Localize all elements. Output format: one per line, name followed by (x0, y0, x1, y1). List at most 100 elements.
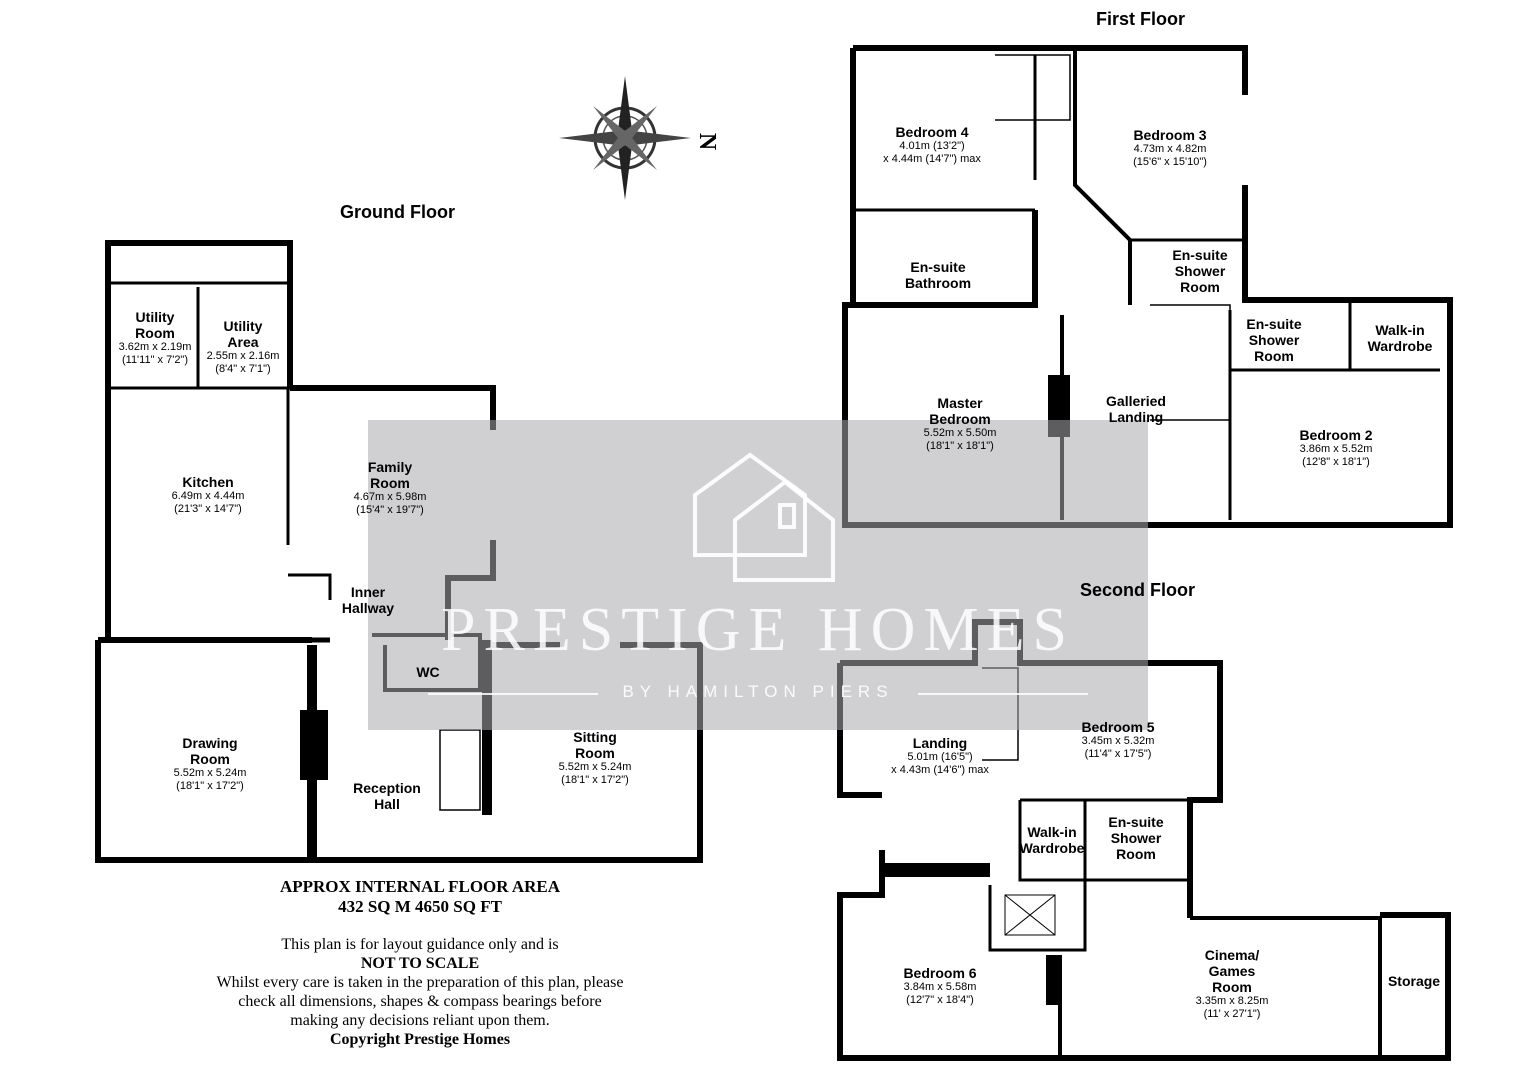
room-name-line: Area (227, 334, 259, 351)
disclaimer-line-1: This plan is for layout guidance only an… (281, 936, 559, 953)
compass-rose-icon (559, 76, 691, 200)
room-name-line: Games (1208, 963, 1256, 980)
room-dimensions-line: 3.45m x 5.32m (1081, 735, 1155, 748)
room-name-line: Bedroom 3 (1133, 127, 1207, 143)
room-dimensions-line: (12'8" x 18'1") (1302, 455, 1370, 468)
room-dimensions-line: 4.01m (13'2") (899, 140, 965, 153)
room-dimensions-line: (11'11" x 7'2") (121, 353, 189, 366)
room-name-line: Utility (135, 309, 175, 325)
second-floor-title: Second Floor (1080, 580, 1196, 600)
watermark-brand-name: PRESTIGE HOMES (441, 596, 1075, 664)
room-dimensions-line: 6.49m x 4.44m (171, 490, 245, 503)
room-dimensions-line: (21'3" x 14'7") (174, 502, 242, 515)
room-dimensions-line: 5.52m x 5.24m (558, 761, 632, 774)
room-name-line: Galleried (1106, 393, 1166, 409)
room-name-line: Utility (223, 318, 263, 334)
room-name-line: Family (367, 459, 413, 475)
room-dimensions-line: 5.52m x 5.50m (923, 427, 997, 440)
room-dimensions-line: 4.73m x 4.82m (1133, 143, 1207, 156)
room-name-line: Room (1212, 979, 1252, 996)
floor-area-notes: APPROX INTERNAL FLOOR AREA 432 SQ M 4650… (200, 877, 640, 1049)
room-dimensions-line: (15'4" x 19'7") (356, 503, 424, 516)
room-dimensions-line: (18'1" x 18'1") (926, 439, 994, 452)
first-floor-title: First Floor (1096, 9, 1185, 29)
room-name-line: Kitchen (182, 474, 234, 490)
room-name-line: Bedroom 6 (903, 965, 977, 981)
room-name-line: Wardrobe (1367, 338, 1433, 355)
room-name-line: Room (135, 325, 175, 342)
room-name-line: Walk-in (1375, 322, 1425, 338)
room-dimensions-line: 3.86m x 5.52m (1299, 443, 1373, 456)
watermark-brand-sub: BY HAMILTON PIERS (622, 682, 894, 701)
room-dimensions-line: (15'6" x 15'10") (1133, 155, 1207, 168)
room-name-line: Landing (1108, 409, 1164, 426)
room-name-line: Room (370, 475, 410, 492)
room-dimensions-line: (12'7" x 18'4") (906, 993, 974, 1006)
room-dimensions-line: (11'4" x 17'5") (1084, 747, 1152, 760)
room-name-line: Room (190, 751, 230, 768)
room-name-line: Shower (1110, 830, 1162, 847)
room-name-line: Drawing (182, 735, 238, 751)
room-name-line: En-suite (1172, 247, 1228, 263)
room-name-line: Bedroom (929, 411, 991, 428)
room-name-line: En-suite (1108, 814, 1164, 830)
room-name-line: Master (937, 395, 983, 411)
room-name-line: Bathroom (904, 275, 972, 292)
copyright-line: Copyright Prestige Homes (329, 1031, 511, 1048)
room-dimensions-line: 5.01m (16'5") (907, 751, 973, 764)
room-dimensions-line: 3.84m x 5.58m (903, 981, 977, 994)
room-name-line: Landing (912, 735, 968, 751)
room-name-line: Storage (1387, 973, 1441, 989)
compass-north-label: N (694, 132, 721, 151)
room-storage: Storage (1388, 973, 1440, 989)
room-dimensions-line: 5.52m x 5.24m (173, 767, 247, 780)
room-name-line: En-suite (910, 259, 966, 275)
room-name-line: Walk-in (1027, 824, 1077, 840)
room-name-line: Inner (350, 584, 386, 600)
room-dimensions-line: 3.35m x 8.25m (1195, 995, 1269, 1008)
room-name-line: Bedroom 5 (1081, 719, 1155, 735)
ground-floor-title: Ground Floor (340, 202, 455, 222)
room-name-line: Hallway (341, 600, 395, 617)
room-name-line: Shower (1174, 263, 1226, 280)
room-name-line: Bedroom 2 (1299, 427, 1373, 443)
room-name-line: Bedroom 4 (895, 124, 969, 140)
disclaimer-body: Whilst every care is taken in the prepar… (216, 974, 624, 1029)
room-name-line: Shower (1248, 332, 1300, 349)
room-dimensions-line: (18'1" x 17'2") (176, 779, 244, 792)
room-name-line: Wardrobe (1019, 840, 1085, 857)
room-dimensions-line: 2.55m x 2.16m (206, 350, 280, 363)
room-dimensions-line: x 4.43m (14'6") max (891, 763, 989, 776)
room-name-line: Hall (374, 796, 400, 813)
room-name-line: Reception (353, 780, 421, 796)
room-dimensions-line: (18'1" x 17'2") (561, 773, 629, 786)
area-line-1: APPROX INTERNAL FLOOR AREA (279, 877, 561, 896)
room-name-line: En-suite (1246, 316, 1302, 332)
room-dimensions-line: 4.67m x 5.98m (353, 491, 427, 504)
room-wc: WC (416, 664, 439, 680)
room-dimensions-line: x 4.44m (14'7") max (883, 152, 981, 165)
watermark-overlay (368, 420, 1148, 730)
watermark-divider-right (918, 693, 1088, 695)
